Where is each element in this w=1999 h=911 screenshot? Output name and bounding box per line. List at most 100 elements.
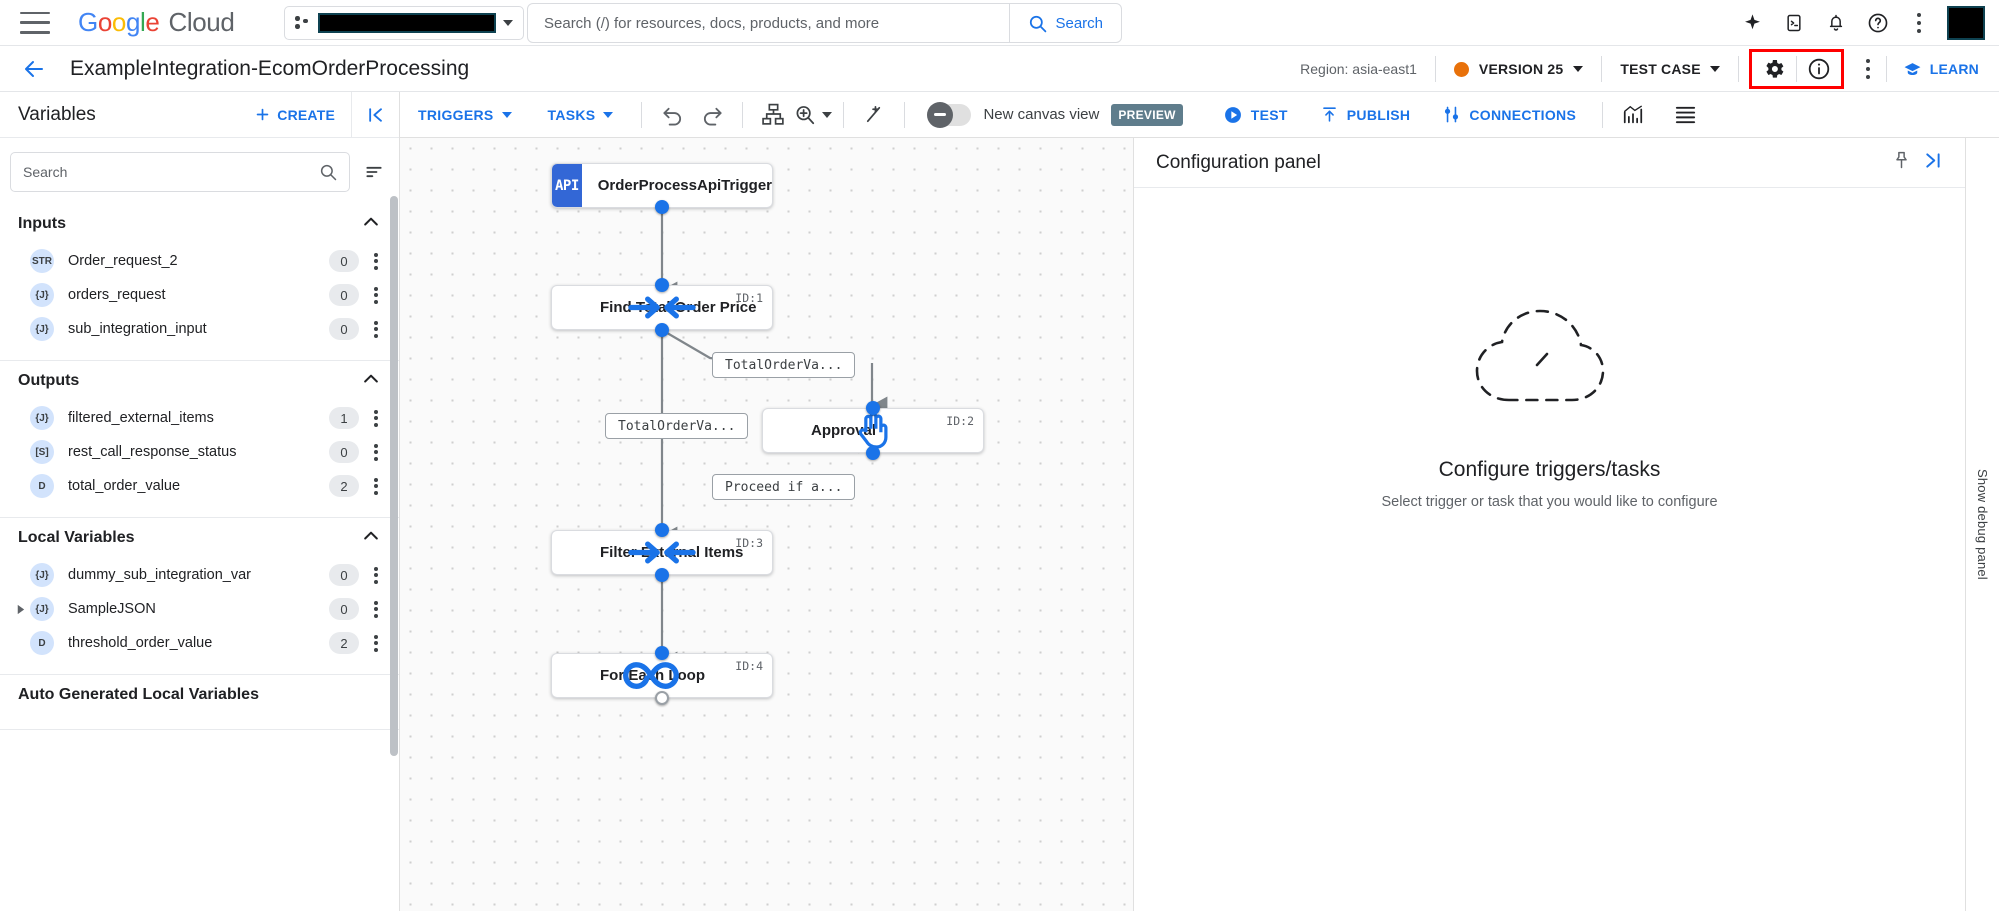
more-options-icon[interactable]	[1901, 5, 1937, 41]
integration-canvas[interactable]: API OrderProcessApiTrigger ID:1 Find Tot…	[400, 138, 1133, 911]
variable-row[interactable]: [S] rest_call_response_status 0	[0, 435, 399, 469]
cloud-shell-icon[interactable]	[1775, 4, 1813, 42]
undo-icon[interactable]	[652, 96, 692, 134]
notifications-bell-icon[interactable]	[1817, 4, 1855, 42]
gear-icon[interactable]	[1752, 51, 1796, 87]
logs-icon[interactable]	[1665, 96, 1705, 134]
variable-name: dummy_sub_integration_var	[68, 567, 251, 583]
new-canvas-toggle[interactable]	[927, 101, 972, 128]
variable-name: SampleJSON	[68, 601, 156, 617]
triggers-menu[interactable]: TRIGGERS	[400, 107, 530, 123]
variable-row[interactable]: {J} sub_integration_input 0	[0, 312, 399, 346]
version-selector[interactable]: VERSION 25	[1436, 61, 1601, 77]
google-cloud-logo[interactable]: Google Cloud	[78, 7, 235, 37]
zoom-icon[interactable]	[793, 96, 833, 134]
highlight-box	[1748, 49, 1844, 89]
gemini-spark-icon[interactable]	[1733, 4, 1771, 42]
divider	[843, 101, 845, 128]
help-icon[interactable]	[1859, 4, 1897, 42]
learn-button[interactable]: LEARN	[1887, 60, 1999, 79]
variable-more-icon[interactable]	[363, 320, 389, 338]
node-port[interactable]	[655, 646, 669, 660]
logo-cloud-text: Cloud	[168, 7, 235, 37]
variable-more-icon[interactable]	[363, 634, 389, 652]
edge-label[interactable]: Proceed if a...	[712, 474, 856, 500]
edge-label[interactable]: TotalOrderVa...	[712, 352, 856, 378]
variable-row[interactable]: {J} orders_request 0	[0, 278, 399, 312]
learn-label: LEARN	[1929, 61, 1979, 77]
more-options-icon[interactable]	[1850, 51, 1886, 87]
project-picker[interactable]	[284, 5, 525, 40]
variable-more-icon[interactable]	[363, 566, 389, 584]
pin-icon[interactable]	[1891, 150, 1912, 176]
chevron-up-icon[interactable]	[361, 369, 381, 394]
canvas-node-task-4[interactable]: ID:4 For Each Loop	[551, 653, 773, 698]
node-port[interactable]	[655, 200, 669, 214]
search-input[interactable]	[528, 4, 1010, 42]
variable-row[interactable]: STR Order_request_2 0	[0, 244, 399, 278]
node-port[interactable]	[655, 323, 669, 337]
variable-count: 0	[329, 250, 359, 272]
node-port[interactable]	[866, 446, 880, 460]
back-arrow-icon[interactable]	[16, 51, 52, 87]
search-input[interactable]	[23, 164, 319, 180]
sidebar-section-local-variables: Local Variables {J} dummy_sub_integratio…	[0, 518, 399, 675]
variable-more-icon[interactable]	[363, 286, 389, 304]
expand-row-icon[interactable]	[10, 604, 30, 615]
variable-more-icon[interactable]	[363, 477, 389, 495]
collapse-left-icon[interactable]	[351, 92, 399, 137]
variable-row[interactable]: {J} filtered_external_items 1	[0, 401, 399, 435]
global-search[interactable]: Search	[527, 3, 1122, 43]
test-button[interactable]: TEST	[1207, 105, 1304, 125]
project-name-redacted	[318, 12, 497, 33]
create-variable-button[interactable]: CREATE	[238, 106, 351, 123]
chevron-up-icon[interactable]	[361, 526, 381, 551]
node-port[interactable]	[655, 523, 669, 537]
section-header-outputs[interactable]: Outputs	[0, 361, 399, 401]
variable-row[interactable]: D total_order_value 2	[0, 469, 399, 503]
variable-name: threshold_order_value	[68, 635, 213, 651]
hamburger-icon[interactable]	[20, 11, 50, 34]
chevron-down-icon	[1709, 66, 1720, 72]
analytics-icon[interactable]	[1613, 96, 1653, 134]
edge-label[interactable]: TotalOrderVa...	[605, 413, 749, 439]
variable-row[interactable]: {J} SampleJSON 0	[0, 592, 399, 626]
sidebar-body: Inputs STR Order_request_2 0 {J} orders_…	[0, 138, 399, 911]
redo-icon[interactable]	[692, 96, 732, 134]
info-icon[interactable]	[1797, 51, 1841, 87]
node-port[interactable]	[655, 568, 669, 582]
variable-row[interactable]: D threshold_order_value 2	[0, 626, 399, 660]
show-debug-panel-rail[interactable]: Show debug panel	[1965, 138, 1999, 911]
collapse-right-icon[interactable]	[1922, 150, 1943, 176]
auto-layout-icon[interactable]	[753, 96, 793, 134]
variables-search[interactable]	[10, 152, 350, 192]
node-port[interactable]	[866, 401, 880, 415]
avatar[interactable]	[1947, 6, 1985, 40]
variable-more-icon[interactable]	[363, 600, 389, 618]
divider	[1737, 56, 1739, 82]
node-port[interactable]	[655, 278, 669, 292]
publish-button[interactable]: PUBLISH	[1304, 105, 1427, 124]
test-case-selector[interactable]: TEST CASE	[1602, 61, 1737, 77]
variable-more-icon[interactable]	[363, 409, 389, 427]
divider	[1434, 56, 1436, 82]
section-header-inputs[interactable]: Inputs	[0, 204, 399, 244]
config-panel-body: Configure triggers/tasks Select trigger …	[1134, 188, 1965, 911]
variable-more-icon[interactable]	[363, 443, 389, 461]
variable-name: Order_request_2	[68, 253, 178, 269]
section-header-auto-generated[interactable]: Auto Generated Local Variables	[0, 675, 399, 715]
node-port[interactable]	[655, 691, 669, 705]
sort-icon[interactable]	[356, 162, 392, 182]
empty-state-title: Configure triggers/tasks	[1438, 458, 1661, 481]
search-button[interactable]: Search	[1009, 4, 1121, 42]
section-header-local-variables[interactable]: Local Variables	[0, 518, 399, 558]
variable-more-icon[interactable]	[363, 252, 389, 270]
tasks-menu[interactable]: TASKS	[530, 107, 632, 123]
magic-wand-icon[interactable]	[854, 96, 894, 134]
canvas-edges	[659, 206, 888, 671]
connections-button[interactable]: CONNECTIONS	[1426, 105, 1592, 124]
variable-row[interactable]: {J} dummy_sub_integration_var 0	[0, 558, 399, 592]
variable-name: filtered_external_items	[68, 410, 214, 426]
chevron-up-icon[interactable]	[361, 212, 381, 237]
sidebar-scrollbar[interactable]	[390, 196, 398, 756]
